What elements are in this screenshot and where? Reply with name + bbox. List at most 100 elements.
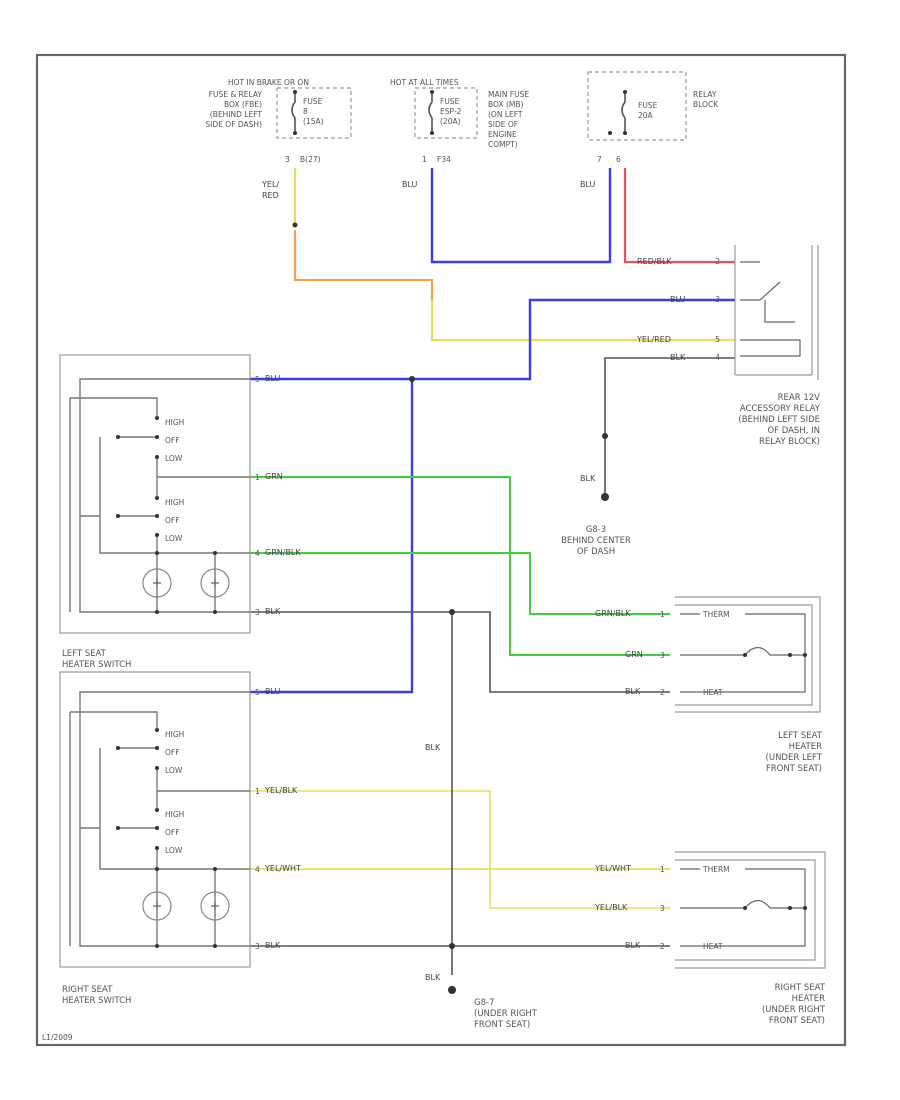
right-switch-title-1: RIGHT SEAT	[62, 985, 113, 995]
right-seat-heater: THERM HEAT 1 3 2 RIGHT SEAT HEATER (UNDE…	[660, 851, 826, 1026]
left-switch-pin-c: 4	[255, 549, 260, 558]
fuse-3-left-dot	[608, 131, 612, 135]
fuse-box-2-desc-2: BOX (MB)	[488, 100, 524, 109]
g402-desc-2: FRONT SEAT)	[474, 1020, 530, 1030]
wire-label-grn-blk-r: GRN/BLK	[595, 609, 631, 618]
fuse-box-2-desc-4: SIDE OF	[488, 120, 518, 129]
fuse-box-1-desc-2: BOX (FBE)	[224, 100, 262, 109]
fuse-8-rating: (15A)	[303, 117, 324, 126]
right-switch-pos-high-2: HIGH	[165, 810, 184, 819]
wire-label-grn: GRN	[265, 472, 283, 481]
right-heater-tag-heat: HEAT	[703, 942, 723, 951]
fuse-3-label: FUSE	[638, 101, 658, 110]
ground-splice-dot	[602, 433, 608, 439]
g401-desc-2: OF DASH	[577, 547, 615, 557]
left-switch-pos-low-1: LOW	[165, 454, 183, 463]
relay-coil-lines	[740, 300, 801, 357]
g402-id: G8-7	[474, 998, 494, 1008]
ground-g401-dot	[601, 493, 609, 501]
relay-block-label-1: RELAY	[693, 90, 717, 99]
right-heater-contact-c	[803, 906, 807, 910]
fuse-box-2-desc-6: COMPT)	[488, 140, 518, 149]
right-switch-pos-low-1: LOW	[165, 766, 183, 775]
left-switch-pos-high-2: HIGH	[165, 498, 184, 507]
right-heater-desc-1: RIGHT SEAT	[775, 983, 826, 993]
left-switch-lamp-marks	[153, 579, 219, 587]
wire-blue-fuse2	[430, 168, 612, 264]
wire-label-blk-left: BLK	[265, 607, 281, 616]
right-heater-desc-3: (UNDER RIGHT	[762, 1005, 826, 1015]
left-switch-contact-a	[155, 416, 159, 420]
right-heater-pin-c: 2	[660, 942, 665, 951]
hot-all-times-label: HOT AT ALL TIMES	[390, 78, 459, 87]
relay-desc-3: (BEHIND LEFT SIDE	[738, 415, 820, 425]
left-heater-pin-c: 2	[660, 688, 665, 697]
wire-label-yel-blk-r: YEL/BLK	[594, 903, 628, 912]
relay-outline	[734, 245, 819, 380]
wire-yellow-black	[250, 790, 670, 909]
relay-desc-4: OF DASH, IN	[767, 426, 820, 436]
relay-pin-4: 4	[715, 353, 720, 362]
fuse-8-label: FUSE	[303, 97, 323, 106]
fuse-2-pin: 1	[422, 155, 427, 164]
right-switch-contact-f	[116, 826, 120, 830]
relay-desc-2: ACCESSORY RELAY	[740, 404, 821, 414]
right-switch-pin-c: 4	[255, 865, 260, 874]
wire-label-blk-bottom: BLK	[425, 973, 441, 982]
right-switch-pos-low-2: LOW	[165, 846, 183, 855]
left-switch-internal-4	[80, 515, 216, 612]
fuse-8-number: 8	[303, 107, 308, 116]
right-switch-contact-k	[155, 944, 159, 948]
fuse-esp2-label: FUSE	[440, 97, 460, 106]
right-switch-title-2: HEATER SWITCH	[62, 996, 131, 1006]
left-seat-heater: THERM HEAT 1 3 2 LEFT SEAT HEATER (UNDER…	[660, 596, 823, 774]
right-switch-contact-b	[116, 746, 120, 750]
fuse-2-top-dot	[430, 90, 434, 94]
right-switch-contact-h	[155, 846, 159, 850]
right-switch-pos-off-1: OFF	[165, 748, 180, 757]
left-heater-tag-heat: HEAT	[703, 688, 723, 697]
left-switch-internal-3	[99, 436, 250, 554]
relay-pin-1: 2	[715, 257, 720, 266]
fuse-box-1-desc-3: (BEHIND LEFT	[210, 110, 263, 119]
left-switch-contact-f	[116, 514, 120, 518]
splice-black-upper	[449, 609, 455, 615]
left-switch-pos-off-1: OFF	[165, 436, 180, 445]
fuse-box-2-desc-1: MAIN FUSE	[488, 90, 529, 99]
fuse-1-pin: 3	[285, 155, 290, 164]
fuse-box-1-desc-1: FUSE & RELAY	[209, 90, 263, 99]
fuse-3-pin-a: 7	[597, 155, 602, 164]
left-heater-pin-a: 1	[660, 610, 665, 619]
fuse-3-right-dot	[623, 131, 627, 135]
left-switch-contact-h	[155, 533, 159, 537]
left-switch-internal-1	[79, 378, 250, 613]
wire-blue-right-switch	[250, 379, 414, 694]
wire-red-black	[623, 168, 735, 264]
left-switch-contact-l	[213, 610, 217, 614]
left-switch-contact-j	[213, 551, 217, 555]
right-switch-pos-off-2: OFF	[165, 828, 180, 837]
wire-label-blu-left: BLU	[265, 374, 281, 383]
fuse-1-top-dot	[293, 90, 297, 94]
right-switch-pin-b: 1	[255, 787, 260, 796]
right-seat-heater-switch: HIGH OFF LOW HIGH OFF LOW 5 1 4 3 RIGHT …	[59, 671, 260, 1006]
wire-green-black	[250, 552, 670, 615]
right-heater-desc-4: FRONT SEAT)	[769, 1016, 825, 1026]
wire-label-blk-right: BLK	[265, 941, 281, 950]
right-switch-contact-l	[213, 944, 217, 948]
right-switch-contact-d	[155, 766, 159, 770]
wire-label-blu1: BLU	[402, 180, 418, 189]
fuse-box-1-outline	[276, 87, 352, 139]
fuse-1-bottom-dot	[293, 131, 297, 135]
left-switch-contact-i	[155, 551, 159, 555]
hot-brake-label: HOT IN BRAKE OR ON	[228, 78, 309, 87]
ground-g401: G8-3 BEHIND CENTER OF DASH	[561, 525, 631, 557]
wire-label-red: RED	[262, 191, 279, 200]
left-heater-desc-3: (UNDER LEFT	[766, 753, 823, 763]
left-heater-contact-b	[788, 653, 792, 657]
relay-switch-contacts	[740, 261, 781, 301]
left-switch-lamp-1-icon	[142, 568, 172, 598]
wire-labels: YEL/ RED BLU BLU RED/BLK BLU YEL/RED BLK…	[261, 180, 686, 982]
right-heater-outline	[675, 851, 826, 969]
